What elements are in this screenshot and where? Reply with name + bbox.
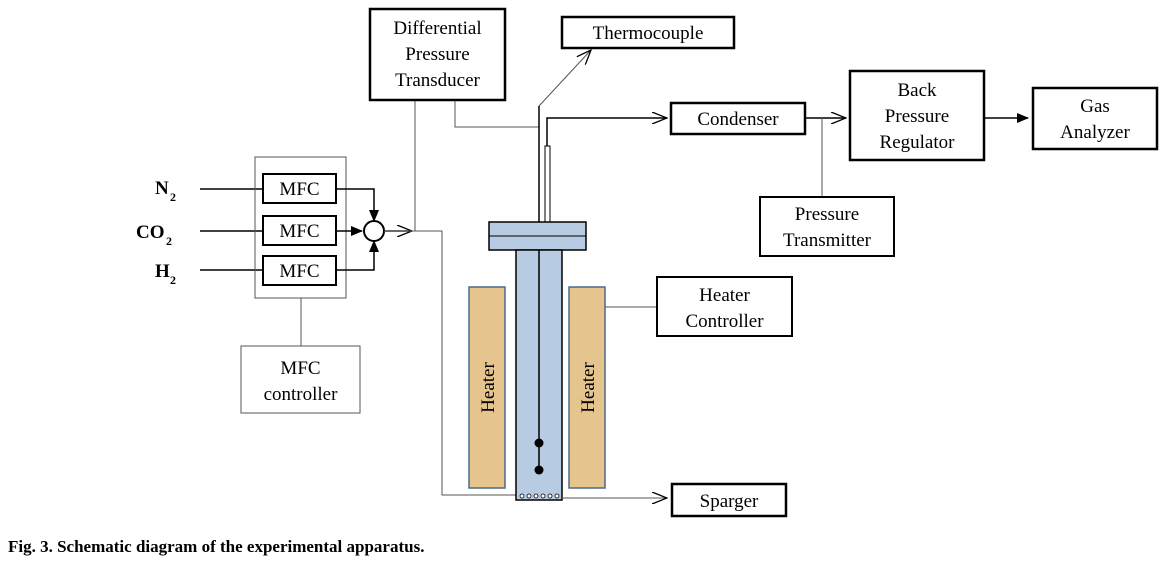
- svg-text:Controller: Controller: [685, 311, 764, 332]
- svg-text:Sparger: Sparger: [700, 491, 759, 512]
- svg-text:CO: CO: [136, 222, 165, 243]
- svg-text:MFC: MFC: [280, 358, 320, 379]
- svg-text:Gas: Gas: [1080, 96, 1110, 117]
- svg-text:Transducer: Transducer: [395, 70, 480, 91]
- svg-text:Heater: Heater: [578, 362, 599, 413]
- svg-text:MFC: MFC: [279, 179, 319, 200]
- svg-text:2: 2: [170, 273, 176, 287]
- svg-text:Pressure: Pressure: [405, 44, 469, 65]
- pressure-transmitter-box: Pressure Transmitter: [759, 196, 895, 257]
- dp-line-right: [454, 101, 539, 128]
- figure-caption: Fig. 3. Schematic diagram of the experim…: [8, 537, 425, 556]
- mfc3-to-mixer: [336, 240, 379, 271]
- svg-text:Heater: Heater: [478, 362, 499, 413]
- thermocouple-tip-1: [534, 438, 544, 448]
- feed-line: [384, 230, 518, 496]
- svg-text:MFC: MFC: [279, 221, 319, 242]
- svg-text:Analyzer: Analyzer: [1060, 122, 1130, 143]
- thermocouple-tip-2: [534, 465, 544, 475]
- svg-text:2: 2: [170, 190, 176, 204]
- sparger-box: Sparger: [670, 482, 788, 518]
- gas-label-co2: CO 2: [136, 222, 172, 248]
- mfc-box-1: MFC: [262, 173, 337, 204]
- heater-controller-box: Heater Controller: [656, 276, 793, 337]
- svg-text:Pressure: Pressure: [885, 106, 949, 127]
- svg-text:MFC: MFC: [279, 261, 319, 282]
- gas-label-n2: N 2: [155, 178, 176, 204]
- mfc-box-2: MFC: [262, 215, 337, 246]
- heater-left: Heater: [468, 286, 506, 489]
- back-pressure-regulator-box: Back Pressure Regulator: [848, 69, 986, 162]
- svg-text:N: N: [155, 178, 169, 199]
- differential-pressure-transducer-box: Differential Pressure Transducer: [368, 7, 507, 102]
- svg-text:2: 2: [166, 234, 172, 248]
- outlet-tube: [544, 145, 551, 223]
- svg-text:Back: Back: [897, 80, 937, 101]
- gas-mixer: [363, 220, 385, 242]
- outlet-line: [546, 118, 667, 146]
- gas-label-h2: H 2: [155, 261, 176, 287]
- mfc-box-3: MFC: [262, 255, 337, 286]
- condenser-box: Condenser: [669, 101, 807, 136]
- svg-text:Condenser: Condenser: [697, 109, 779, 130]
- thermocouple-arrow: [538, 50, 591, 107]
- mfc-controller-box: MFC controller: [240, 345, 361, 414]
- thermocouple-box: Thermocouple: [560, 15, 736, 50]
- svg-text:H: H: [155, 261, 170, 282]
- gas-analyzer-box: Gas Analyzer: [1031, 86, 1159, 151]
- svg-text:Regulator: Regulator: [880, 132, 956, 153]
- svg-text:Pressure: Pressure: [795, 204, 859, 225]
- sparger-holes: [519, 493, 560, 499]
- svg-text:controller: controller: [264, 384, 339, 405]
- heater-right: Heater: [568, 286, 606, 489]
- mfc1-to-mixer: [336, 188, 379, 222]
- svg-text:Heater: Heater: [699, 285, 750, 306]
- svg-text:Differential: Differential: [393, 18, 481, 39]
- svg-text:Transmitter: Transmitter: [783, 230, 872, 251]
- svg-text:Thermocouple: Thermocouple: [593, 23, 704, 44]
